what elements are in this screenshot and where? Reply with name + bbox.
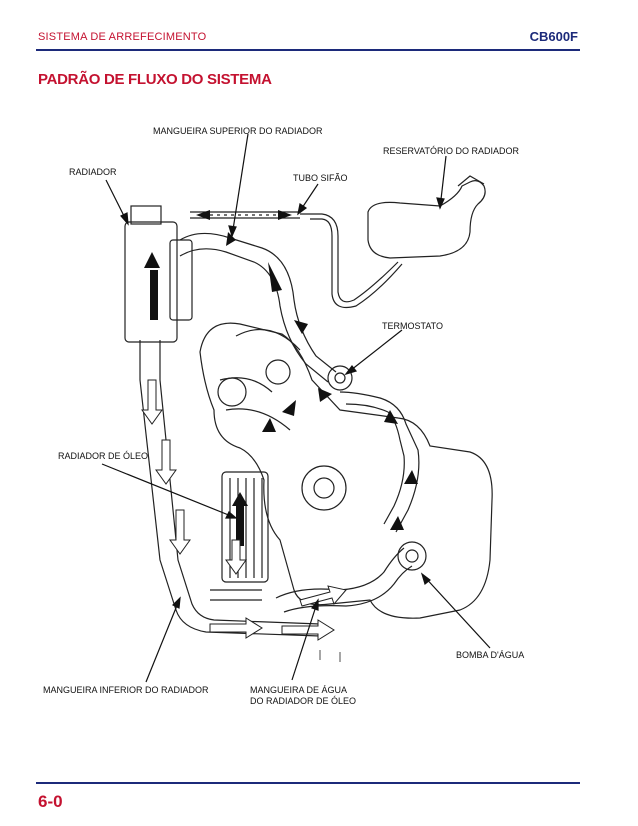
reservoir-tank	[368, 181, 485, 258]
leader-oil-cooler-hose	[292, 600, 318, 680]
footer-divider	[36, 782, 580, 784]
label-oil-cooler: RADIADOR DE ÓLEO	[58, 451, 148, 462]
oil-cooler	[222, 472, 268, 582]
siphon-tube-line	[300, 214, 398, 302]
leader-upper-hose	[232, 134, 248, 236]
label-reservoir: RESERVATÓRIO DO RADIADOR	[383, 146, 519, 157]
label-oil-cooler-hose-line1: MANGUEIRA DE ÁGUA	[250, 685, 347, 696]
upper-hose	[180, 233, 336, 372]
label-thermostat: TERMOSTATO	[382, 321, 443, 332]
label-lower-hose: MANGUEIRA INFERIOR DO RADIADOR	[43, 685, 209, 696]
label-upper-hose: MANGUEIRA SUPERIOR DO RADIADOR	[153, 126, 323, 137]
label-siphon-tube: TUBO SIFÃO	[293, 173, 348, 184]
page-number: 6-0	[38, 792, 63, 812]
thermostat-housing	[328, 366, 352, 390]
label-oil-cooler-hose-line2: DO RADIADOR DE ÓLEO	[250, 696, 356, 707]
label-radiator: RADIADOR	[69, 167, 117, 178]
leader-thermostat	[346, 330, 402, 374]
water-pump	[398, 542, 426, 570]
leader-lower-hose	[146, 598, 180, 682]
leader-water-pump	[422, 574, 490, 648]
label-water-pump: BOMBA D'ÁGUA	[456, 650, 524, 661]
